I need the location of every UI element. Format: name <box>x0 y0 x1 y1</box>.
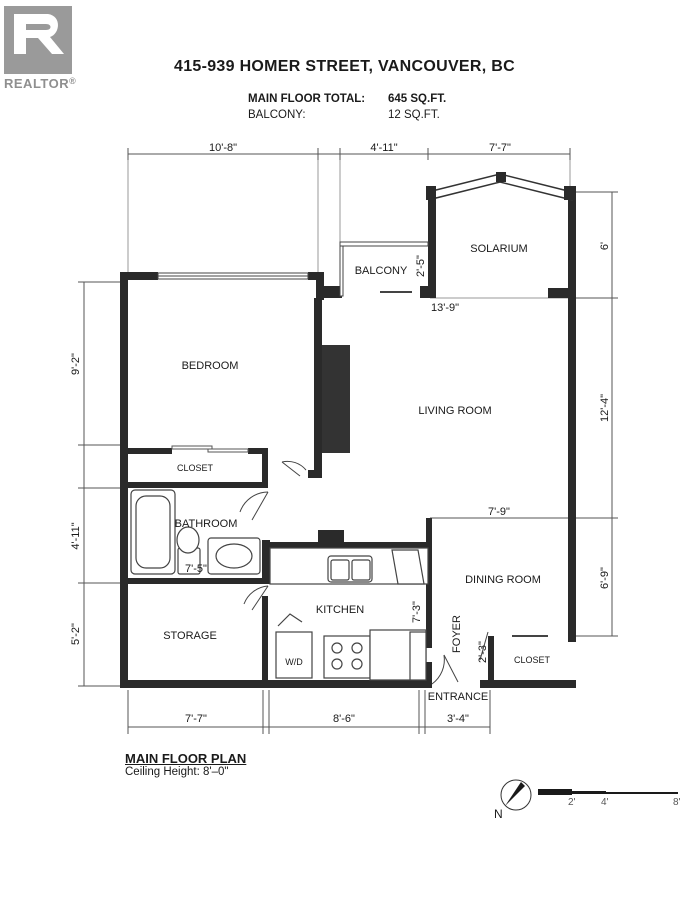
dim-left-storage: 5'-2" <box>70 623 82 645</box>
scale-bar: 2' 4' 8' <box>538 789 681 808</box>
realtor-logo-text: REALTOR® <box>4 76 77 91</box>
bathroom-fixtures <box>130 489 261 575</box>
windows <box>157 241 429 297</box>
doors <box>239 291 548 685</box>
label-bathroom: BATHROOM <box>175 518 238 530</box>
dim-bath-width: 7'-5" <box>185 563 207 575</box>
dim-kitchen-depth: 7'-3" <box>411 601 423 623</box>
dim-balcony-depth: 2'-5" <box>415 255 427 277</box>
scale-label-8: 8' <box>673 797 681 808</box>
realtor-r-icon <box>14 14 64 54</box>
label-balcony: BALCONY <box>355 265 408 277</box>
label-dining-closet: CLOSET <box>514 655 551 665</box>
solarium-glazing <box>426 172 576 201</box>
dim-foyer-width: 2'-3" <box>477 641 489 663</box>
label-foyer: FOYER <box>451 615 463 653</box>
dim-top-bedroom: 10'-8" <box>209 142 237 154</box>
dim-right-dining: 6'-9" <box>599 567 611 589</box>
bedroom-closet-doors <box>171 445 249 453</box>
dim-left-bedroom: 9'-2" <box>70 353 82 375</box>
kitchen-fixtures <box>269 547 429 681</box>
area-label: BALCONY: <box>248 109 306 121</box>
area-main-floor: MAIN FLOOR TOTAL: 645 SQ.FT. <box>248 93 446 105</box>
label-kitchen: KITCHEN <box>316 604 364 616</box>
dim-top-solarium: 7'-7" <box>489 142 511 154</box>
north-arrow-icon <box>505 782 525 806</box>
dim-living-width: 13'-9" <box>431 302 459 314</box>
scale-label-2: 2' <box>568 797 576 808</box>
area-value: 12 SQ.FT. <box>388 109 440 121</box>
scale-labels: 2' 4' 8' <box>568 797 681 808</box>
realtor-logo: REALTOR® <box>4 6 76 91</box>
dim-bottom-storage: 7'-7" <box>185 713 207 725</box>
dim-right-living: 12'-4" <box>599 394 611 422</box>
dim-bottom-kitchen: 8'-6" <box>333 713 355 725</box>
north-label: N <box>494 807 503 821</box>
dim-dining-width: 7'-9" <box>488 506 510 518</box>
north-arrow: N <box>494 779 532 821</box>
label-entrance: ENTRANCE <box>428 691 489 703</box>
label-solarium: SOLARIUM <box>470 243 527 255</box>
ceiling-height: Ceiling Height: 8'–0" <box>125 766 229 778</box>
label-storage: STORAGE <box>163 630 217 642</box>
dim-left-bathroom: 4'-11" <box>70 522 82 549</box>
walls <box>120 192 576 688</box>
realtor-logo-mark <box>4 6 72 74</box>
label-washer-dryer: W/D <box>285 657 303 667</box>
property-address: 415-939 HOMER STREET, VANCOUVER, BC <box>174 58 515 75</box>
label-living-room: LIVING ROOM <box>418 405 491 417</box>
label-bedroom-closet: CLOSET <box>177 463 214 473</box>
dim-right-solarium: 6' <box>599 242 611 250</box>
area-label: MAIN FLOOR TOTAL: <box>248 93 366 105</box>
room-labels: BEDROOM CLOSET BATHROOM STORAGE KITCHEN … <box>163 243 550 703</box>
dim-top-balcony: 4'-11" <box>370 142 397 154</box>
plan-title: MAIN FLOOR PLAN <box>125 751 247 766</box>
area-value: 645 SQ.FT. <box>388 93 447 105</box>
label-dining-room: DINING ROOM <box>465 574 541 586</box>
label-bedroom: BEDROOM <box>182 360 239 372</box>
area-balcony: BALCONY: 12 SQ.FT. <box>248 109 440 121</box>
scale-label-4: 4' <box>601 797 609 808</box>
dim-bottom-entrance: 3'-4" <box>447 713 469 725</box>
dimension-labels: 10'-8" 4'-11" 7'-7" 7'-7" 8'-6" 3'-4" 13… <box>70 142 611 725</box>
dimension-lines <box>78 148 618 734</box>
